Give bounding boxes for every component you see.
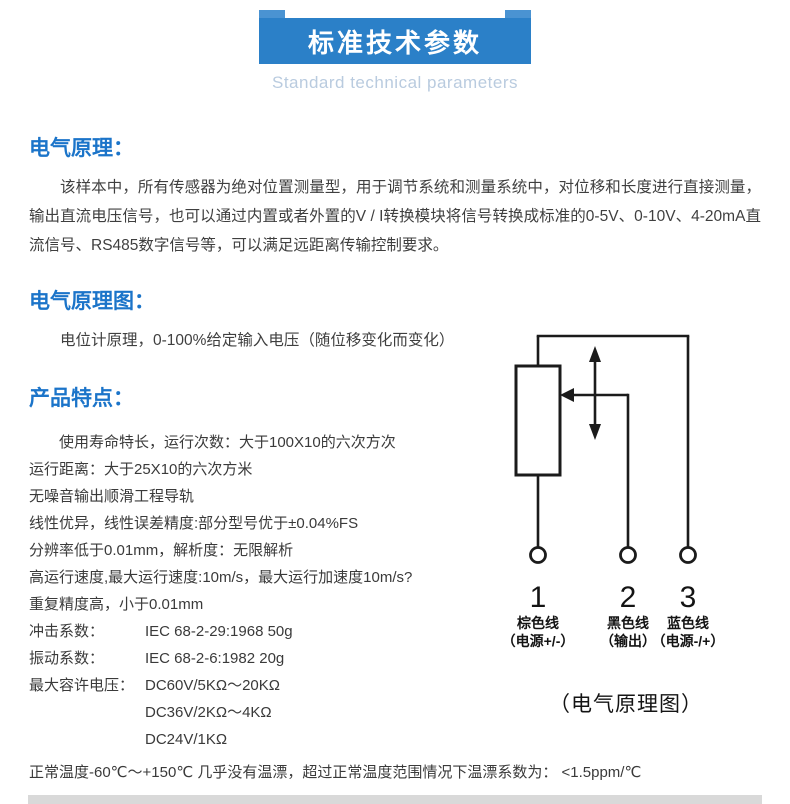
section-heading-diagram: 电气原理图： [29, 290, 155, 313]
feature-item: 运行距离：大于25X10的六次方米 [29, 461, 253, 478]
spec-value: DC24V/1KΩ [145, 731, 228, 748]
feature-item: 无噪音输出顺滑工程导轨 [29, 488, 195, 505]
main-content: 电气原理： 该样本中，所有传感器为绝对位置测量型，用于调节系统和测量系统中，对位… [0, 137, 790, 782]
principle-body-text: 该样本中，所有传感器为绝对位置测量型，用于调节系统和测量系统中，对位移和长度进行… [29, 179, 761, 254]
spec-row: 冲击系数： IEC 68-2-29:1968 50g [29, 618, 499, 645]
feature-item: 使用寿命特长，运行次数：大于100X10的六次方次 [59, 434, 396, 451]
terminal-3-circle [679, 546, 697, 564]
spec-label: 最大容许电压： [29, 677, 135, 694]
electrical-schematic-diagram: 1 2 3 棕色线 黑色线 蓝色线 （电源+/-） （输出） （电源-/+） （… [502, 334, 725, 716]
banner-title: 标准技术参数 [259, 18, 531, 64]
temperature-note: 正常温度-60℃～+150℃ 几乎没有温漂，超过正常温度范围情况下温漂系数为： … [29, 764, 642, 781]
circuit-wires [536, 334, 690, 547]
terminal-1-role-label: （电源+/-） [502, 633, 575, 649]
spec-label: 振动系数： [29, 650, 105, 667]
spec-value: IEC 68-2-29:1968 50g [145, 623, 293, 640]
spec-row: 最大容许电压： DC60V/5KΩ～20KΩ [29, 672, 499, 699]
terminal-3-wire-label: 蓝色线 [667, 615, 709, 631]
terminal-1-wire-label: 棕色线 [516, 615, 559, 631]
feature-list: 使用寿命特长，运行次数：大于100X10的六次方次 运行距离：大于25X10的六… [29, 429, 499, 618]
terminal-1-number: 1 [530, 581, 547, 614]
feature-item: 重复精度高，小于0.01mm [29, 596, 204, 613]
spec-label [29, 726, 145, 753]
bottom-divider [28, 795, 762, 804]
terminal-2-circle [619, 546, 637, 564]
spec-label [29, 699, 145, 726]
title-banner: 标准技术参数 [259, 10, 531, 64]
wiper-arrowhead [560, 388, 574, 402]
section-heading-principle: 电气原理： [29, 137, 134, 160]
spec-value: DC60V/5KΩ～20KΩ [145, 677, 280, 694]
feature-item: 分辨率低于0.01mm，解析度：无限解析 [29, 542, 294, 559]
schematic-caption: （电气原理图） [549, 693, 703, 716]
terminal-3-number: 3 [680, 581, 697, 614]
feature-item: 高运行速度,最大运行速度:10m/s，最大运行加速度10m/s? [29, 569, 413, 586]
spec-label: 冲击系数： [29, 623, 105, 640]
terminal-2-number: 2 [620, 581, 637, 614]
terminal-3-role-label: （电源-/+） [652, 633, 725, 649]
section-heading-features: 产品特点： [29, 387, 134, 410]
motion-direction-arrow [589, 346, 601, 440]
terminal-1-circle [529, 546, 547, 564]
potentiometer-body [514, 364, 562, 477]
spec-row: DC24V/1KΩ [29, 726, 499, 753]
spec-value: DC36V/2KΩ～4KΩ [145, 704, 272, 721]
terminal-2-wire-label: 黑色线 [607, 615, 649, 631]
feature-item: 线性优异，线性误差精度:部分型号优于±0.04%FS [29, 515, 359, 532]
banner-subtitle: Standard technical parameters [271, 73, 519, 92]
terminal-2-role-label: （输出） [600, 633, 656, 649]
spec-value: IEC 68-2-6:1982 20g [145, 650, 285, 667]
spec-list: 冲击系数： IEC 68-2-29:1968 50g 振动系数： IEC 68-… [29, 618, 499, 753]
spec-row: 振动系数： IEC 68-2-6:1982 20g [29, 645, 499, 672]
spec-row: DC36V/2KΩ～4KΩ [29, 699, 499, 726]
diagram-body-text: 电位计原理，0-100%给定输入电压（随位移变化而变化） [60, 332, 455, 349]
